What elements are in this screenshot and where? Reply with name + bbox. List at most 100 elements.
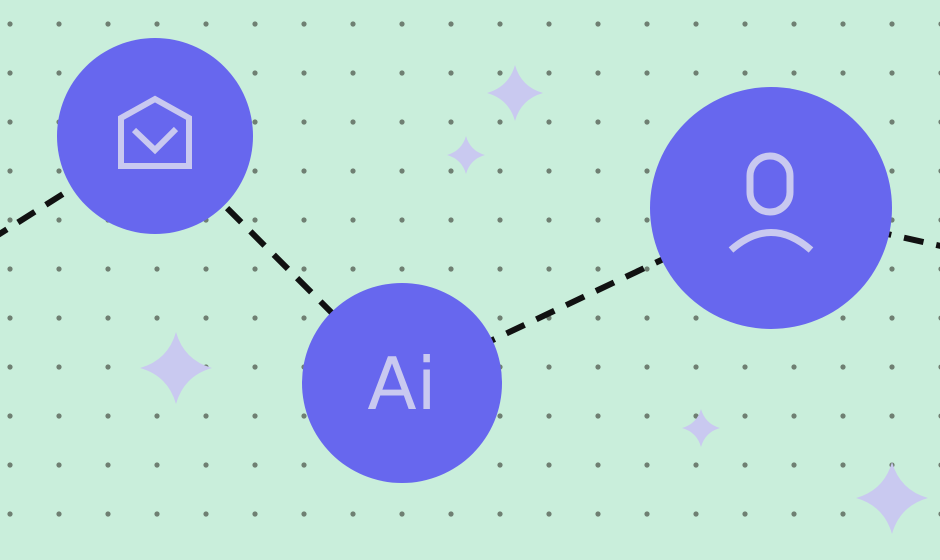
grid-dot [644,462,650,468]
grid-dot [889,315,895,321]
grid-dot [252,462,258,468]
grid-dot [252,315,258,321]
grid-dot [203,266,209,272]
grid-dot [546,413,552,419]
grid-dot [203,21,209,27]
grid-dot [350,70,356,76]
grid-dot [791,21,797,27]
grid-dot [546,266,552,272]
grid-dot [595,70,601,76]
grid-dot [301,21,307,27]
grid-dot [889,21,895,27]
grid-dot [693,364,699,370]
grid-dot [595,217,601,223]
grid-dot [105,462,111,468]
grid-dot [7,364,13,370]
grid-dot [840,21,846,27]
grid-dot [301,413,307,419]
grid-dot [546,217,552,223]
grid-dot [301,168,307,174]
grid-dot [252,511,258,517]
grid-dot [742,511,748,517]
grid-dot [154,21,160,27]
grid-dot [448,70,454,76]
grid-dot [105,266,111,272]
open-envelope-check-icon [118,95,192,169]
grid-dot [252,21,258,27]
grid-dot [595,364,601,370]
grid-dot [7,413,13,419]
grid-dot [497,266,503,272]
grid-dot [497,413,503,419]
grid-dot [105,511,111,517]
grid-dot [595,413,601,419]
grid-dot [56,168,62,174]
grid-dot [693,315,699,321]
grid-dot [7,511,13,517]
grid-dot [693,511,699,517]
grid-dot [889,266,895,272]
grid-dot [350,217,356,223]
grid-dot [399,511,405,517]
grid-dot [7,266,13,272]
grid-dot [693,70,699,76]
grid-dot [497,217,503,223]
grid-dot [791,462,797,468]
ai-label: Ai [367,342,436,426]
grid-dot [399,70,405,76]
grid-dot [546,70,552,76]
grid-dot [742,70,748,76]
grid-dot [448,21,454,27]
grid-dot [595,511,601,517]
user-node [650,87,892,329]
grid-dot [742,21,748,27]
grid-dot [497,315,503,321]
grid-dot [595,462,601,468]
grid-dot [840,462,846,468]
grid-dot [595,266,601,272]
grid-dot [203,413,209,419]
grid-dot [742,462,748,468]
grid-dot [546,168,552,174]
grid-dot [350,168,356,174]
mail-node [57,38,253,234]
grid-dot [203,315,209,321]
grid-dot [791,70,797,76]
grid-dot [889,168,895,174]
grid-dot [399,119,405,125]
grid-dot [105,21,111,27]
grid-dot [497,168,503,174]
grid-dot [56,511,62,517]
grid-dot [546,511,552,517]
grid-dot [399,168,405,174]
sparkle-icon [682,409,720,447]
grid-dot [252,217,258,223]
grid-dot [154,462,160,468]
grid-dot [252,266,258,272]
user-icon [728,152,814,253]
grid-dot [840,315,846,321]
grid-dot [56,315,62,321]
sparkles [140,65,928,534]
grid-dot [644,511,650,517]
grid-dot [7,462,13,468]
grid-dot [154,315,160,321]
grid-dot [56,70,62,76]
grid-dot [448,266,454,272]
grid-dot [546,21,552,27]
grid-dot [448,168,454,174]
grid-dot [791,511,797,517]
grid-dot [56,21,62,27]
grid-dot [56,217,62,223]
grid-dot [105,413,111,419]
sparkle-icon [487,65,543,121]
grid-dot [350,119,356,125]
grid-dot [644,266,650,272]
grid-dot [7,168,13,174]
grid-dot [840,511,846,517]
grid-dot [301,266,307,272]
grid-dot [56,364,62,370]
grid-dot [595,119,601,125]
grid-dot [7,21,13,27]
grid-dot [595,315,601,321]
